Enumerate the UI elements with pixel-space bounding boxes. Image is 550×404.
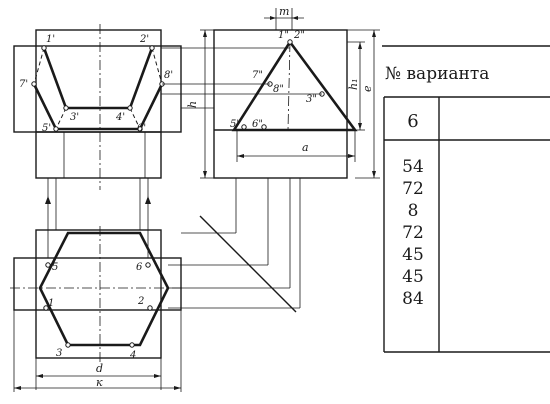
top-point-6: 6 [136, 262, 143, 273]
variant-table: № варианта 6 54 72 8 72 45 45 84 [382, 45, 550, 353]
side-point-5: 5" [230, 119, 241, 130]
front-point-8: 8' [164, 70, 173, 81]
dimension-h1: h₁ [347, 79, 360, 91]
side-outer-rect [213, 29, 348, 179]
dimension-d: d [96, 362, 103, 375]
top-hexagon [38, 231, 170, 347]
table-variant: 6 [407, 111, 418, 132]
table-value-6: 45 [402, 267, 424, 287]
side-triangle [231, 39, 358, 132]
top-outer-rect [35, 229, 162, 359]
front-view: 1' 2' 3' 4' 5' 6' 7' 8' [13, 24, 182, 190]
top-view: 5 6 1 2 3 4 [10, 226, 185, 362]
front-point-6: 6' [137, 123, 146, 134]
projection-lines [45, 47, 322, 313]
dimensions: m h h₁ e a d [13, 5, 380, 392]
side-point-8: 8" [273, 84, 284, 95]
front-point-5: 5' [42, 123, 51, 134]
top-point-5: 5 [52, 262, 58, 273]
table-value-2: 72 [402, 179, 424, 199]
front-point-3: 3' [70, 112, 79, 123]
table-value-1: 54 [402, 157, 424, 177]
dimension-e: e [361, 85, 374, 92]
table-value-5: 45 [402, 245, 424, 265]
front-point-7: 7' [19, 79, 28, 90]
dimension-k: к [96, 376, 103, 389]
top-point-2: 2 [137, 296, 144, 307]
top-point-4: 4 [129, 350, 136, 361]
side-point-3: 3" [306, 94, 317, 105]
top-wide-rect [13, 257, 182, 311]
top-point-3: 3 [56, 348, 62, 359]
dimension-h: h [186, 101, 199, 108]
front-cut-outline [42, 47, 154, 110]
front-point-2: 2' [139, 34, 149, 45]
side-point-7: 7" [252, 70, 263, 81]
side-point-2: 2" [293, 30, 305, 41]
table-value-3: 8 [408, 201, 419, 221]
table-value-7: 84 [402, 289, 424, 309]
table-value-4: 72 [402, 223, 424, 243]
front-outer-rect [35, 29, 162, 179]
dimension-a: a [302, 141, 309, 154]
top-point-1: 1 [48, 298, 54, 309]
side-point-1: 1" [278, 30, 289, 41]
side-point-6: 6" [252, 119, 263, 130]
dimension-m: m [279, 5, 289, 18]
table-header: № варианта [385, 64, 489, 84]
miter-line [199, 215, 297, 313]
front-point-4: 4' [115, 112, 125, 123]
front-point-1: 1' [46, 34, 55, 45]
front-wide-rect [13, 45, 182, 133]
front-cut-lower [32, 83, 164, 131]
side-view: 1" 2" 3" 5" 6" 7" 8" [213, 29, 358, 179]
